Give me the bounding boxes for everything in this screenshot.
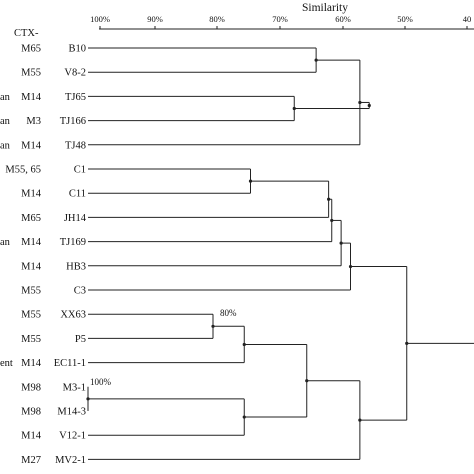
ctx-type-label: M98 — [21, 407, 41, 418]
strain-label: TJ65 — [65, 92, 86, 103]
strain-label: V12-1 — [59, 431, 86, 442]
strain-label: TJ166 — [60, 116, 86, 127]
ctx-type-label: M55 — [21, 286, 41, 297]
origin-label: an — [0, 140, 11, 151]
ctx-type-label: M55 — [21, 334, 41, 345]
strain-label: C3 — [74, 286, 86, 297]
column-header: CTX- — [14, 28, 39, 39]
scale-tick-label: 100% — [90, 14, 110, 24]
strain-label: XX63 — [60, 310, 86, 321]
strain-label: C11 — [69, 189, 86, 200]
strain-label: MV2-1 — [55, 455, 86, 466]
cluster-node — [367, 103, 371, 108]
ctx-type-label: M55 — [21, 68, 41, 79]
ctx-type-label: M65 — [21, 213, 41, 224]
strain-label: M14-3 — [57, 407, 86, 418]
ctx-type-label: M55 — [21, 310, 41, 321]
strain-label: B10 — [68, 44, 86, 55]
ctx-type-label: M55, 65 — [5, 165, 41, 176]
ctx-type-label: M98 — [21, 382, 41, 393]
strain-label: V8-2 — [64, 68, 86, 79]
strain-label: P5 — [75, 334, 86, 345]
cluster-tree — [86, 47, 474, 460]
ctx-type-label: M14 — [21, 140, 42, 151]
ctx-type-label: M3 — [26, 116, 41, 127]
scale-ticks: 100% 90% 80% 70% 60% 50% 40 — [90, 14, 471, 29]
ctx-type-label: M65 — [21, 44, 41, 55]
strain-label: EC11-1 — [54, 358, 86, 369]
axis-title: Similarity — [302, 2, 348, 14]
origin-label: an — [0, 237, 11, 248]
strain-label: HB3 — [66, 261, 86, 272]
strain-label: TJ48 — [65, 140, 86, 151]
strain-label: C1 — [74, 165, 86, 176]
scale-tick-label: 50% — [397, 14, 413, 24]
scale-tick-label: 60% — [335, 14, 351, 24]
strain-label: TJ169 — [60, 237, 86, 248]
scale-tick-label: 40 — [463, 14, 472, 24]
ctx-type-label: M14 — [21, 92, 42, 103]
ctx-type-label: M14 — [21, 189, 42, 200]
annotation-80: 80% — [220, 308, 237, 318]
annotation-100: 100% — [90, 377, 112, 387]
scale-tick-label: 80% — [209, 14, 225, 24]
ctx-type-label: M14 — [21, 261, 42, 272]
scale-tick-label: 70% — [272, 14, 288, 24]
ctx-type-label: M27 — [21, 455, 41, 466]
ctx-type-label: M14 — [21, 358, 42, 369]
origin-label: an — [0, 116, 11, 127]
scale-tick-label: 90% — [147, 14, 163, 24]
strain-label: M3-1 — [63, 382, 86, 393]
origin-label: an — [0, 92, 11, 103]
origin-label: ent — [0, 358, 13, 369]
ctx-type-label: M14 — [21, 237, 42, 248]
strain-label: JH14 — [64, 213, 87, 224]
annotations: 80% 100% — [90, 308, 237, 387]
ctx-type-label: M14 — [21, 431, 42, 442]
